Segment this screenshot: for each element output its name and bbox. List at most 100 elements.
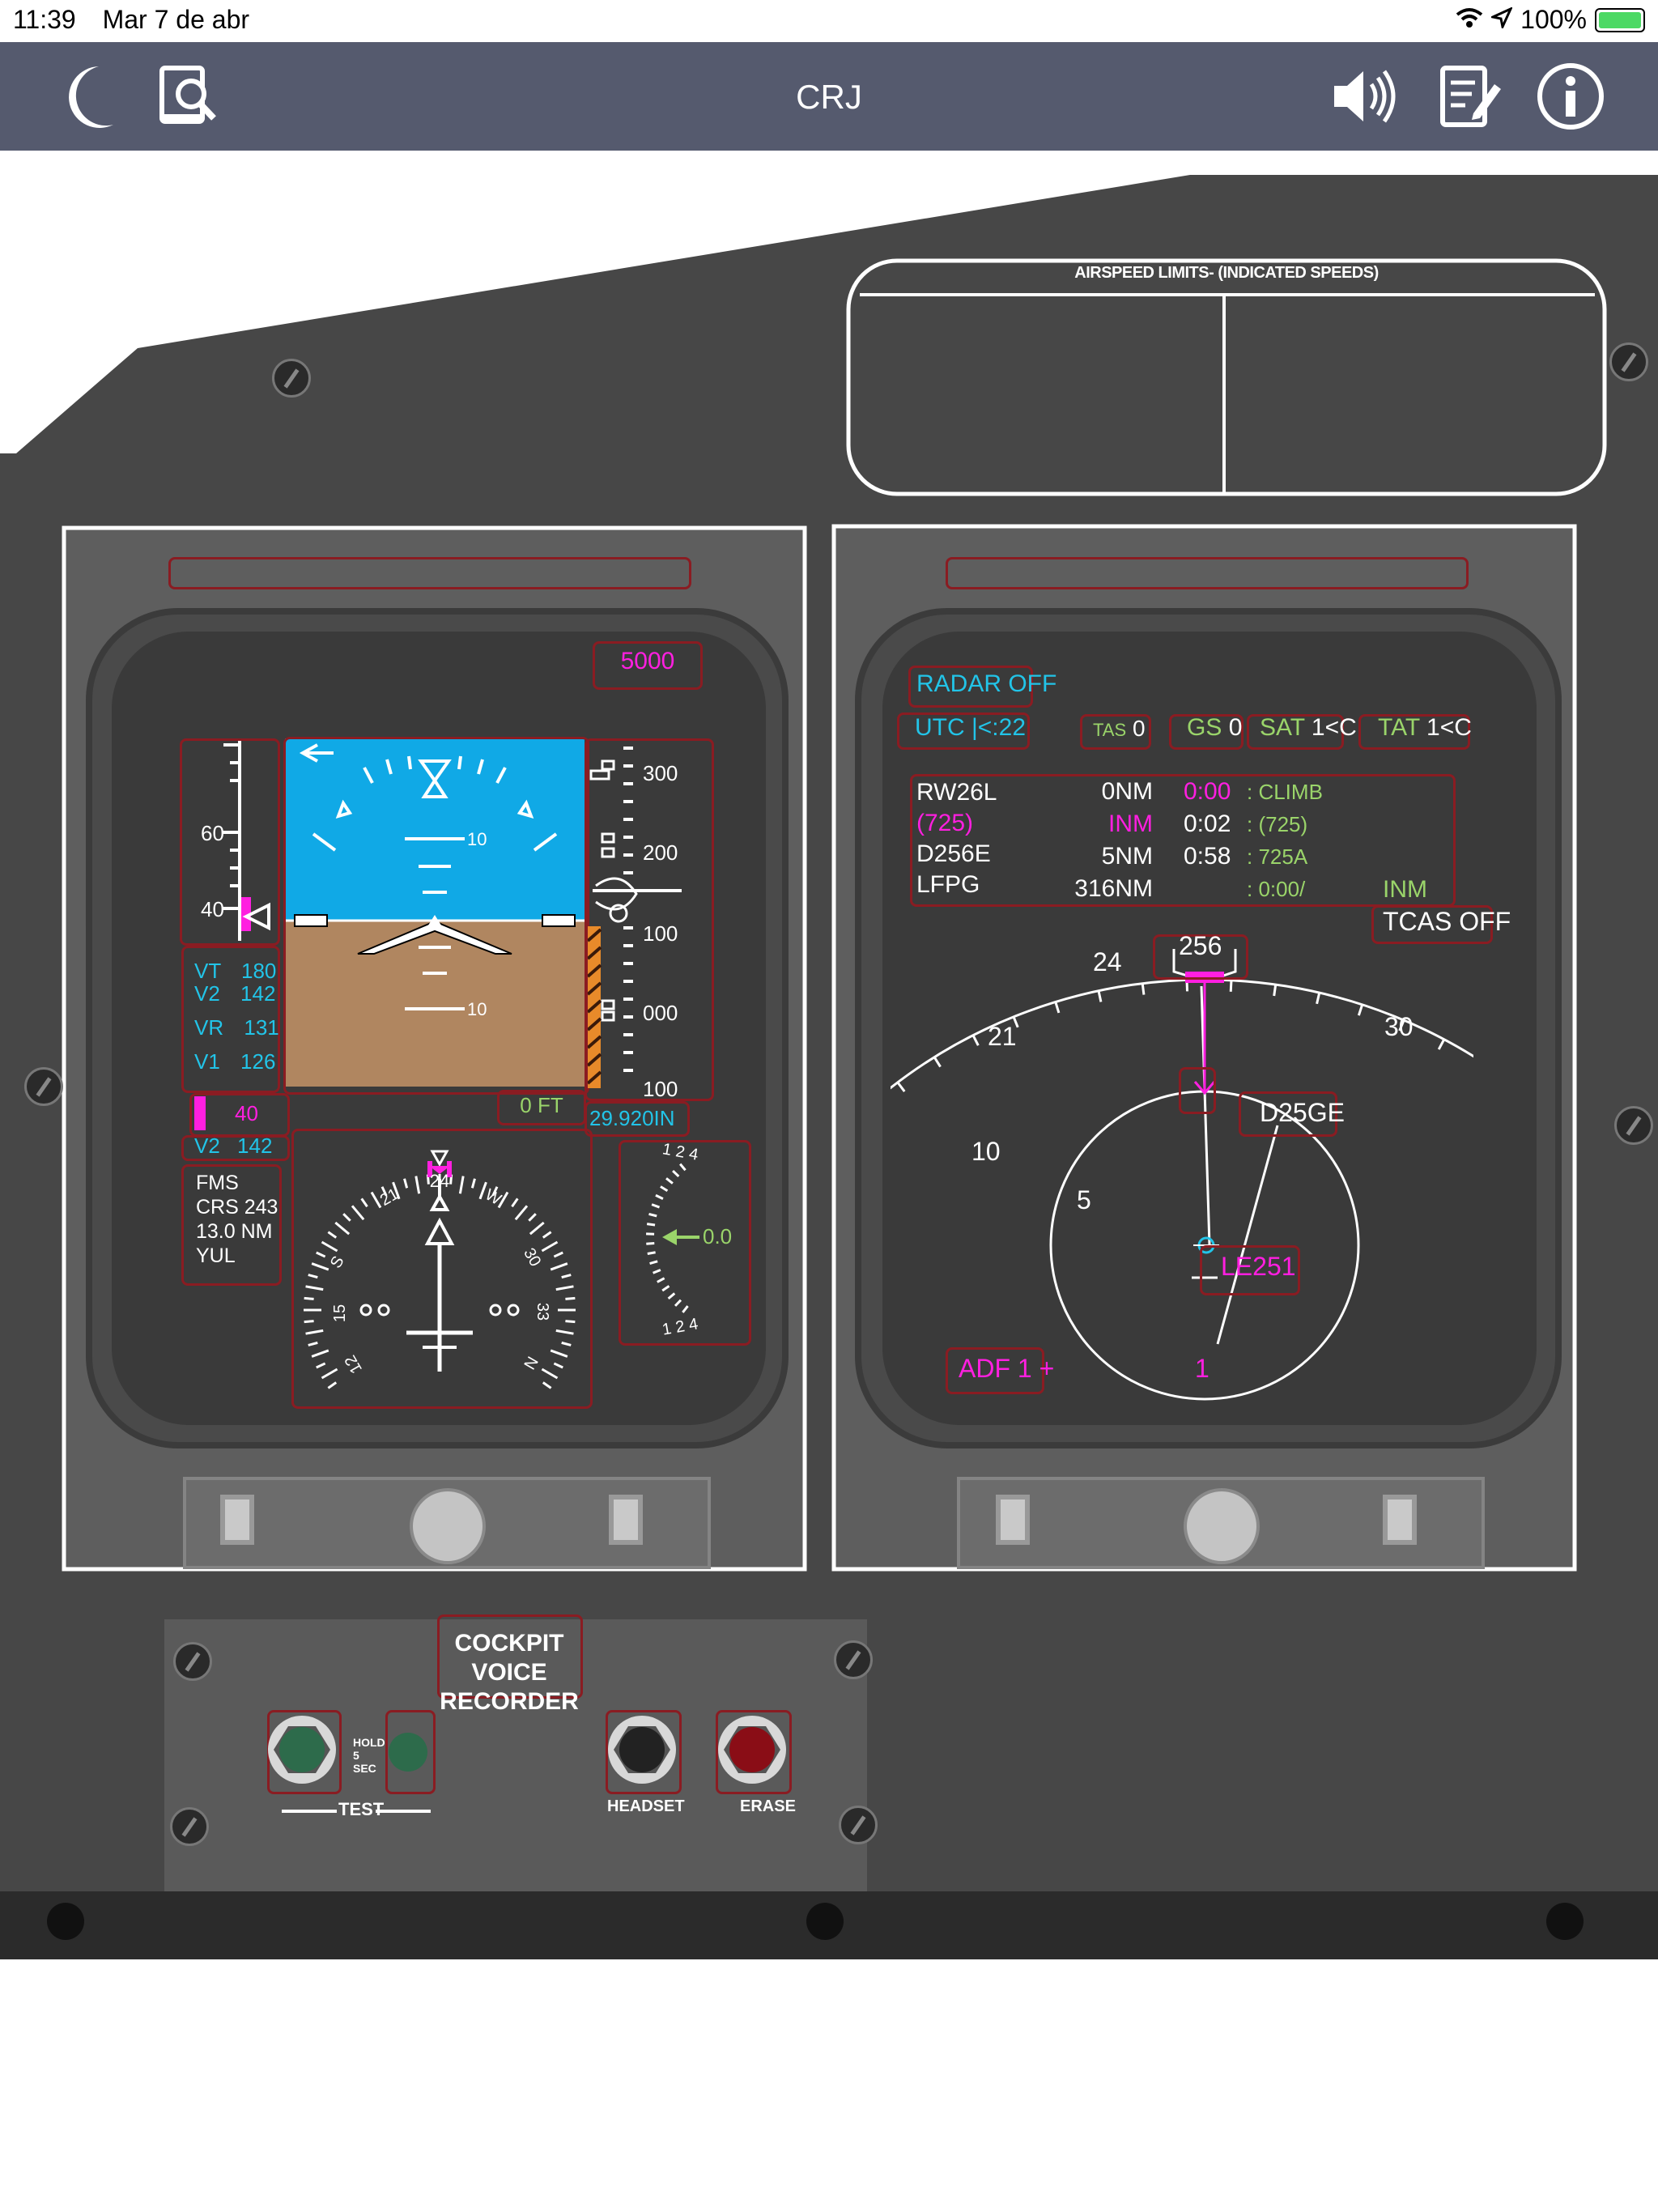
vspeed-list: VT 180 V2 142 VR 131 V1 126 xyxy=(194,954,279,1078)
arc-label-24: 24 xyxy=(1093,947,1122,976)
sat-box[interactable] xyxy=(1247,714,1344,750)
night-mode-button[interactable] xyxy=(57,60,130,133)
tick-mark xyxy=(1054,1002,1061,1014)
course-pointer-box[interactable] xyxy=(1179,1067,1216,1114)
erase-button[interactable] xyxy=(717,1715,787,1784)
notes-button[interactable] xyxy=(1433,60,1506,133)
flight-plan-distances: 0NM INM 5NM 316NM xyxy=(1074,778,1153,902)
tick-mark xyxy=(553,1362,563,1369)
tcas-box[interactable] xyxy=(1371,905,1493,944)
tas-box[interactable] xyxy=(1080,714,1151,750)
headset-label: HEADSET xyxy=(607,1797,685,1815)
attitude-box[interactable] xyxy=(283,737,589,1095)
vspeed-vt: VT 180 xyxy=(194,959,277,983)
navigation-map xyxy=(891,949,1473,1401)
search-manual-button[interactable] xyxy=(154,60,227,133)
gs-box[interactable] xyxy=(1169,714,1244,750)
tick-mark xyxy=(674,1299,682,1307)
cvr-title: COCKPIT VOICE RECORDER xyxy=(440,1630,579,1715)
baro-box[interactable] xyxy=(585,1101,690,1137)
page-title: CRJ xyxy=(796,78,862,116)
tat-box[interactable] xyxy=(1358,714,1470,750)
tick-mark xyxy=(542,1381,552,1389)
range-label-10: 10 xyxy=(971,1137,1001,1166)
cvr-status-light-box[interactable] xyxy=(385,1710,436,1794)
tick-mark xyxy=(316,1362,326,1369)
speed-tick-60: 60 xyxy=(201,821,224,845)
airspeed-limits-placard xyxy=(846,258,1607,496)
flight-plan-times: 0:00 0:02 0:58 xyxy=(1184,778,1231,870)
pfd-brightness-knob[interactable] xyxy=(410,1488,486,1564)
tick-mark xyxy=(679,1163,687,1172)
tick-mark xyxy=(305,1285,324,1291)
tick-mark xyxy=(308,1274,318,1279)
info-button[interactable] xyxy=(1534,60,1607,133)
mfd-left-switch[interactable] xyxy=(996,1495,1030,1545)
cvr-test-button[interactable] xyxy=(267,1715,337,1784)
tick-mark xyxy=(1398,1019,1405,1032)
tick-mark xyxy=(682,1305,689,1313)
tick-mark xyxy=(478,1181,487,1200)
wifi-icon xyxy=(1456,5,1483,35)
tick-mark xyxy=(648,1212,657,1218)
vsi xyxy=(646,1163,699,1313)
tick-mark xyxy=(655,1193,664,1201)
waypoint-le251: LE251 xyxy=(1221,1252,1296,1281)
vspeeds-box[interactable] xyxy=(181,946,280,1093)
tas: TAS 0 xyxy=(1093,716,1146,741)
altitude-tape-box[interactable] xyxy=(585,738,714,1101)
heading-readout: 256 xyxy=(1179,931,1222,960)
status-bar: 11:39 Mar 7 de abr 100% xyxy=(0,0,1658,42)
adf-box[interactable] xyxy=(946,1347,1044,1394)
radar-box[interactable] xyxy=(908,666,1033,708)
tick-mark xyxy=(541,1240,559,1253)
tick-mark xyxy=(458,1176,465,1194)
airspeed-limits-title: AIRSPEED LIMITS- (INDICATED SPEEDS) xyxy=(1074,264,1379,282)
nav-source-box[interactable] xyxy=(181,1164,282,1286)
altitude-tape xyxy=(588,747,682,1088)
tick-mark xyxy=(327,1381,338,1389)
mfd-annunciator-box[interactable] xyxy=(946,557,1469,589)
waypoint-d25ge-box[interactable] xyxy=(1239,1091,1337,1137)
tick-mark xyxy=(342,1213,351,1222)
v2-bug-box[interactable] xyxy=(181,1135,290,1161)
tick-mark xyxy=(561,1274,572,1279)
speed-bug-icon xyxy=(194,1096,206,1130)
tick-mark xyxy=(1273,984,1278,997)
tick-mark xyxy=(497,1191,509,1209)
tick-mark xyxy=(550,1349,568,1358)
pfd-annunciator-box[interactable] xyxy=(168,557,691,589)
erase-button-box[interactable] xyxy=(716,1710,792,1794)
waypoint-le251-box[interactable] xyxy=(1200,1245,1300,1295)
tick-mark xyxy=(667,1292,676,1300)
hsi-box[interactable] xyxy=(291,1129,593,1409)
tick-mark xyxy=(541,1368,559,1380)
flight-plan-box[interactable] xyxy=(910,774,1456,907)
vsi-box[interactable] xyxy=(619,1140,751,1346)
tick-mark xyxy=(896,1081,906,1092)
alt-tick-100-low: 100 xyxy=(643,1077,678,1101)
headset-jack[interactable] xyxy=(607,1715,677,1784)
alt-tick-100: 100 xyxy=(643,921,678,946)
tick-mark xyxy=(351,1205,365,1221)
utc-box[interactable] xyxy=(897,713,1030,750)
headset-button-box[interactable] xyxy=(606,1710,682,1794)
groundspeed: GS 0 xyxy=(1187,714,1243,741)
speaker-icon xyxy=(1334,70,1396,123)
tick-mark xyxy=(1097,990,1103,1002)
heading-box[interactable] xyxy=(1153,934,1248,980)
tick-mark xyxy=(542,1231,552,1239)
mfd-brightness-knob[interactable] xyxy=(1184,1488,1260,1564)
sound-button[interactable] xyxy=(1328,60,1401,133)
selected-altitude: 5000 xyxy=(620,648,675,674)
tick-mark xyxy=(308,1341,318,1346)
cvr-title-box[interactable] xyxy=(437,1614,583,1699)
pfd-right-switch[interactable] xyxy=(609,1495,643,1545)
speed-tape-box[interactable] xyxy=(180,738,280,946)
status-time: 11:39 xyxy=(13,5,76,34)
tcas-status: TCAS OFF xyxy=(1383,907,1511,936)
tick-mark xyxy=(311,1349,329,1358)
mfd-right-switch[interactable] xyxy=(1383,1495,1417,1545)
selected-altitude-box[interactable] xyxy=(593,641,703,690)
pfd-left-switch[interactable] xyxy=(220,1495,254,1545)
